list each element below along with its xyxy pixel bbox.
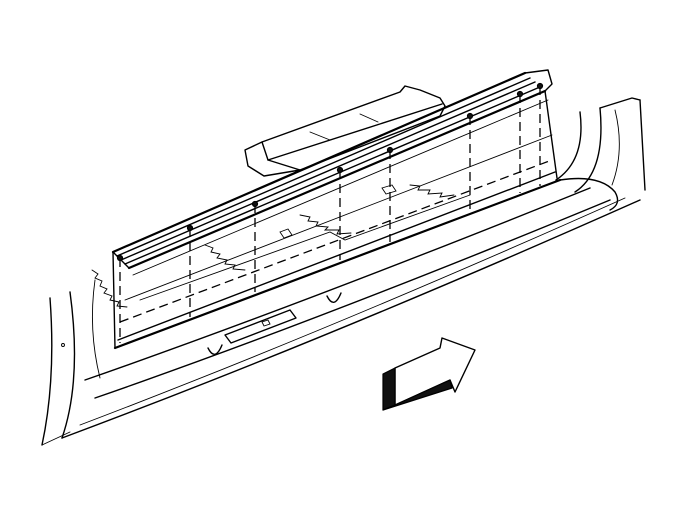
rocker-mid-crease	[94, 199, 611, 399]
sill-plate-rib-5	[127, 89, 547, 270]
left-pillar-outer-line	[41, 297, 53, 446]
left-pillar	[41, 279, 101, 446]
arrow-top-face	[394, 337, 476, 406]
rocker-outer-panel	[61, 177, 641, 439]
floor-break-line-center	[299, 214, 352, 235]
arrow-bottom-side-face	[382, 379, 453, 411]
fastener-4	[336, 166, 344, 174]
fastener-8	[536, 82, 544, 90]
seat-bracket-top-edge	[267, 103, 443, 161]
fastener-2	[186, 224, 194, 232]
sill-plate-dashed-guide	[119, 159, 553, 323]
arrow-left-side-face	[382, 367, 396, 411]
sill-plate-rib-2	[116, 77, 531, 257]
rocker-right-end	[559, 177, 619, 211]
door-jamb-right-edge	[639, 99, 646, 191]
floor-break-lines	[91, 184, 471, 308]
fastener-alignment-lines	[116, 82, 544, 343]
right-door-jamb	[555, 97, 646, 193]
rocker-tab-2	[326, 292, 342, 303]
sill-plate-right-cap	[524, 69, 553, 92]
sill-plate-lower-inner-line	[117, 171, 556, 341]
door-jamb-flange	[611, 109, 620, 186]
sill-plate-inner-face-line	[124, 134, 553, 301]
sill-plate-ribbed-top	[111, 69, 553, 270]
rocker-upper-crease	[84, 187, 591, 381]
rocker-lower-edge	[61, 199, 641, 439]
rocker-tab-1	[207, 344, 223, 355]
seat-bracket	[244, 85, 446, 177]
sill-plate-bottom-edge	[113, 178, 562, 350]
sill-plate-rib-1	[111, 71, 527, 254]
door-jamb-top-edge	[599, 97, 641, 109]
floor-notch-right	[381, 184, 397, 195]
fastener-3	[251, 200, 259, 208]
sill-mount-bracket-hole	[261, 319, 271, 327]
seat-bracket-ridge	[309, 113, 379, 141]
left-pillar-flange-line	[41, 431, 71, 446]
floor-notch	[279, 228, 293, 239]
fastener-7	[516, 90, 524, 98]
floor-panel-line	[139, 194, 471, 301]
left-pillar-edge-line	[91, 279, 101, 379]
left-pillar-inner-line	[61, 291, 76, 439]
left-pillar-hole	[61, 343, 65, 347]
arrow-up-right-icon	[382, 337, 476, 411]
sill-plate-right-end	[544, 90, 558, 179]
door-jamb-inner-curve	[555, 111, 582, 181]
sill-plate-front-face	[112, 90, 562, 350]
floor-break-line-left	[91, 269, 128, 308]
sill-plate-rib-3	[120, 81, 536, 261]
sill-mount-bracket	[224, 309, 297, 344]
floor-break-line-mid	[204, 244, 246, 271]
rocker-lower-flange	[79, 197, 626, 426]
door-jamb-outer-curve	[574, 107, 602, 193]
floor-break-line-right	[409, 184, 455, 198]
seat-bracket-body	[244, 85, 446, 177]
sill-plate-rib-4	[124, 86, 541, 265]
fastener-5	[386, 146, 394, 154]
sill-plate-left-end	[112, 251, 116, 349]
fastener-1	[116, 254, 124, 262]
fastener-6	[466, 112, 474, 120]
